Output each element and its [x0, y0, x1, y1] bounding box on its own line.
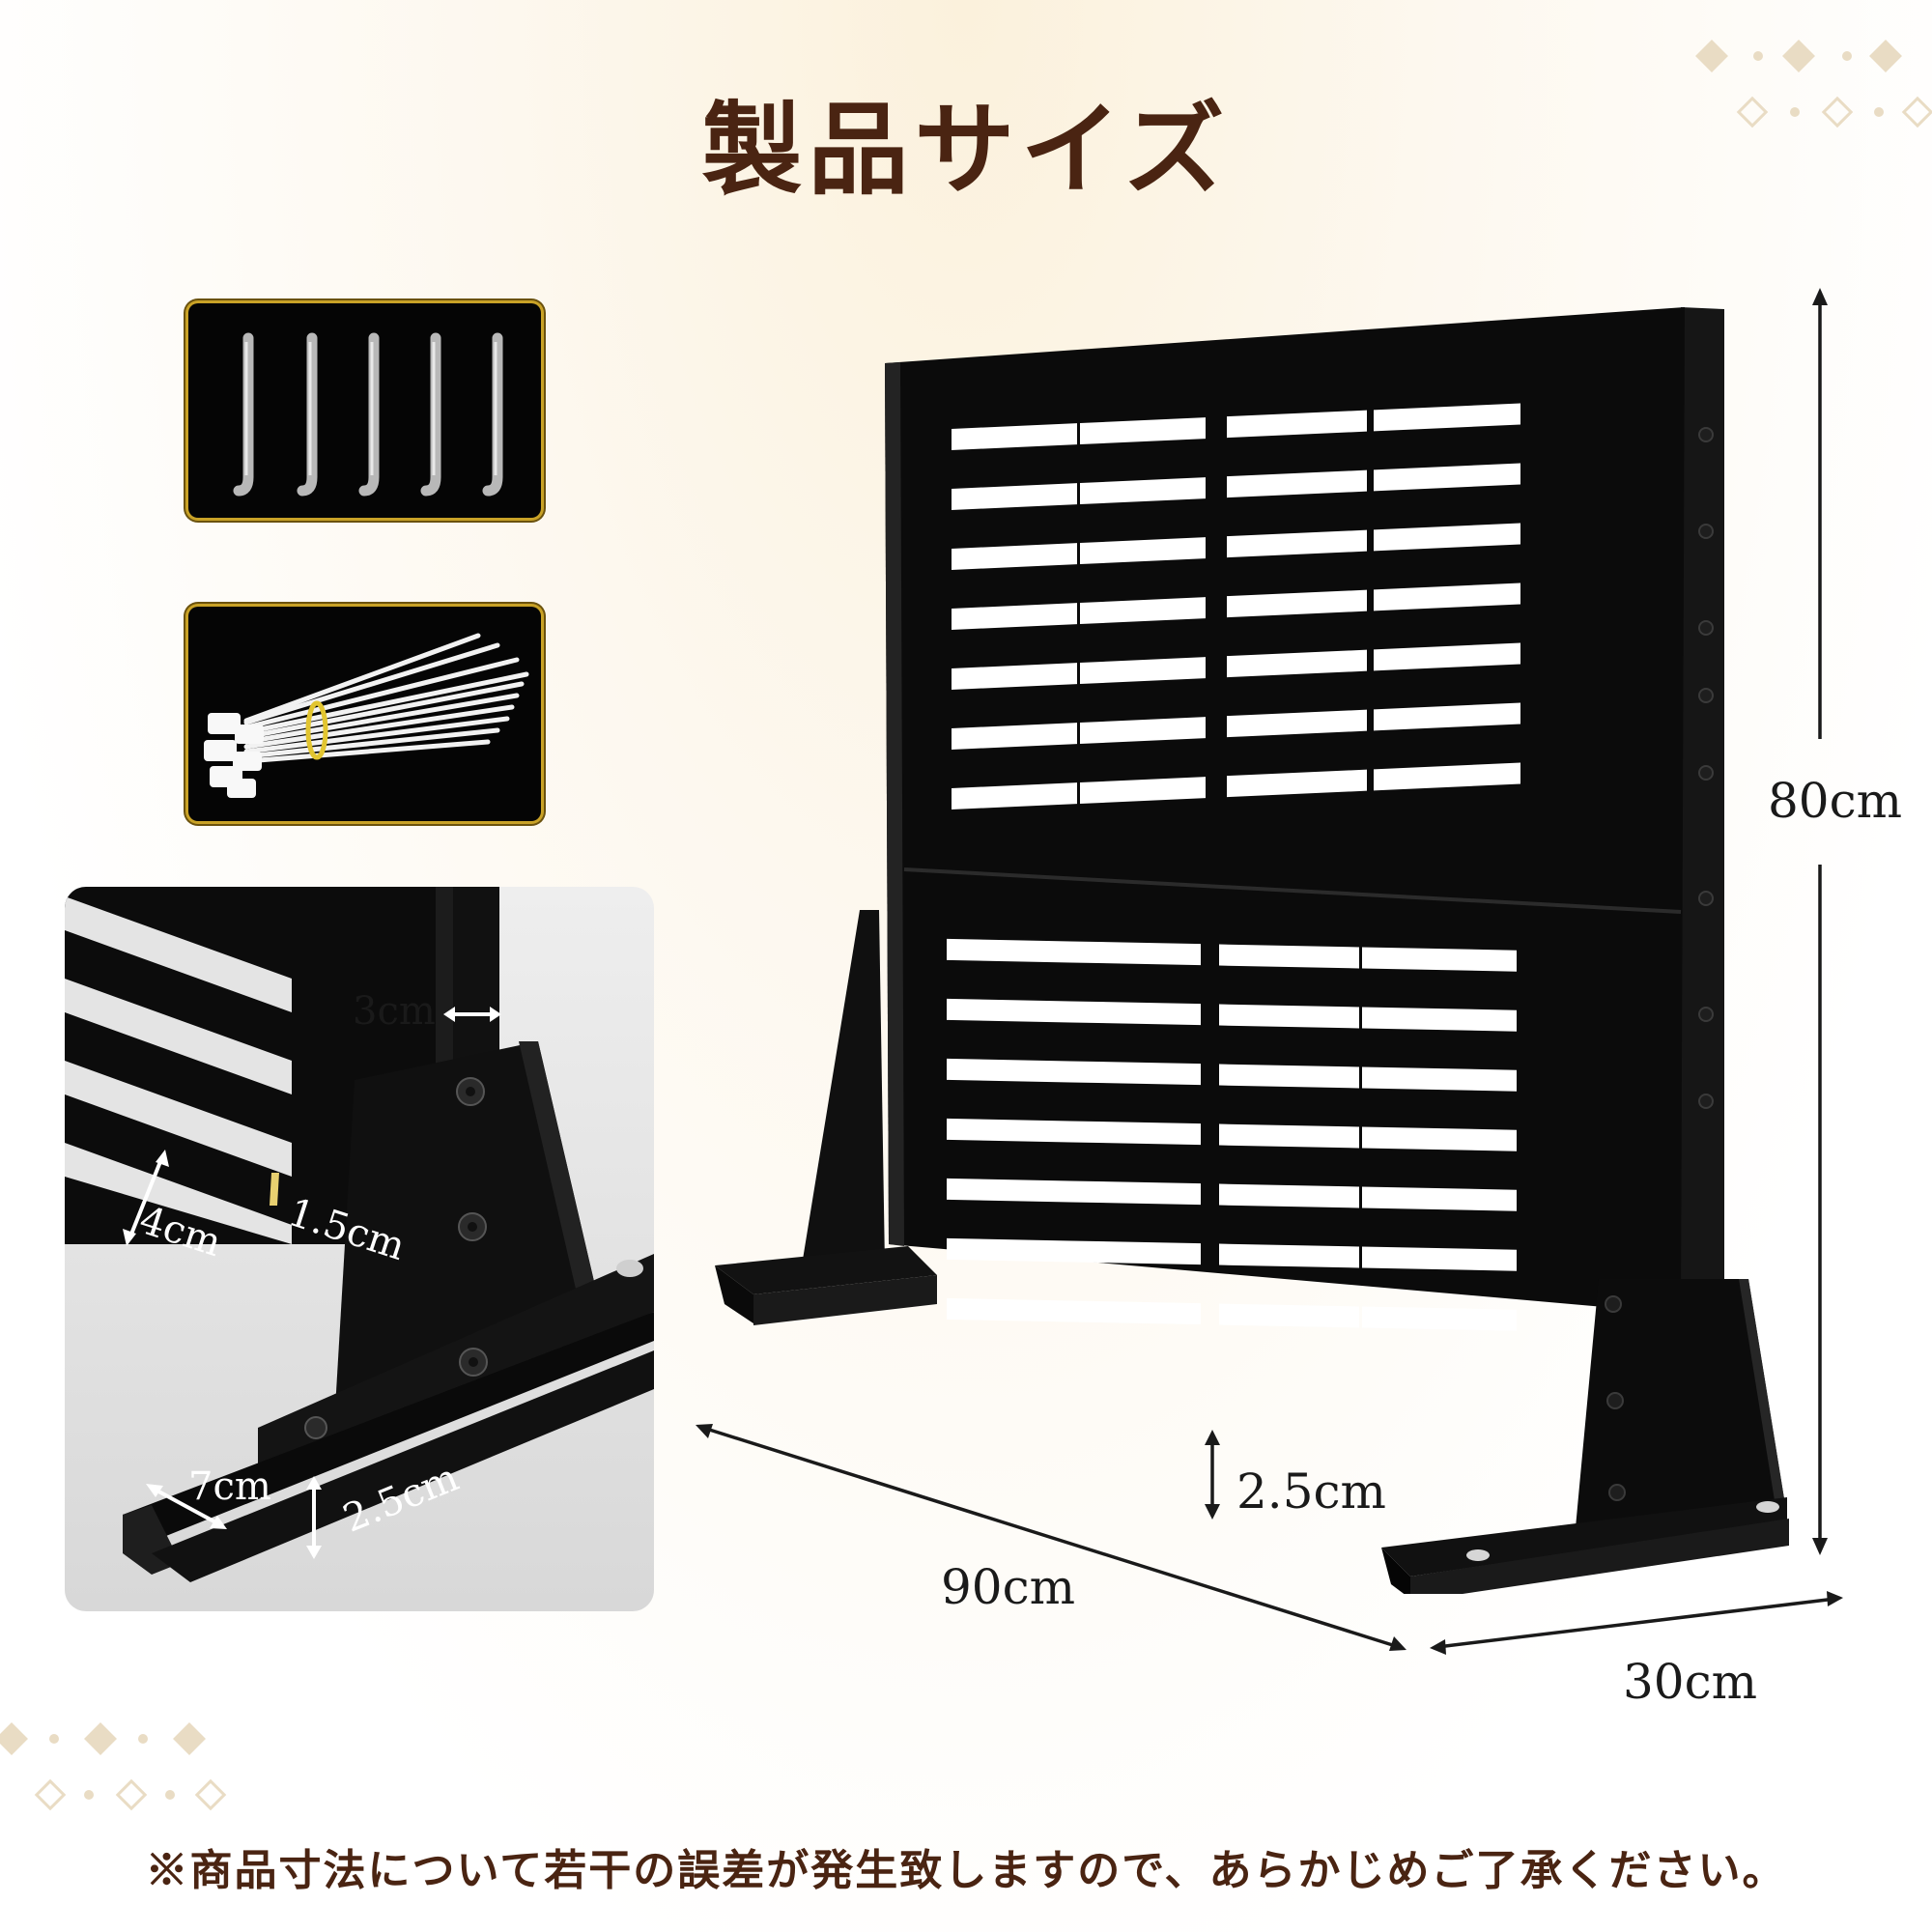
panel-slot [947, 1118, 1070, 1143]
panel-slot [1362, 1007, 1517, 1032]
panel-slot [1227, 709, 1367, 738]
panel-slot [1374, 463, 1520, 492]
post-width-label: 3cm [353, 989, 436, 1034]
base-detail-illustration [65, 887, 654, 1582]
panel-slot [1219, 1183, 1359, 1208]
panel-slot [1080, 537, 1206, 565]
panel-slot [1227, 410, 1367, 439]
panel-slot [952, 663, 1077, 690]
accessory-hooks-photo [188, 303, 541, 518]
panel-slot [1362, 1066, 1517, 1092]
panel-slot [1227, 649, 1367, 678]
panel-slot [947, 1297, 1070, 1322]
panel-slot [1070, 1121, 1201, 1146]
panel-slot [1070, 1240, 1201, 1265]
panel-slot [1227, 589, 1367, 618]
panel-slot [1362, 1186, 1517, 1211]
panel-slot [1374, 523, 1520, 552]
panel-slot [947, 1058, 1070, 1083]
decorative-diamonds-bottom-left [0, 1722, 227, 1811]
panel-slot [1374, 642, 1520, 671]
height-dimension-label: 80cm [1768, 773, 1903, 829]
panel-slot [1080, 717, 1206, 745]
panel-slot [1219, 1123, 1359, 1149]
post-bolt [1698, 620, 1714, 636]
ground-clearance-label: 2.5cm [1236, 1463, 1386, 1520]
panel-slot [947, 938, 1070, 963]
decorative-diamonds-top-right [1695, 40, 1932, 128]
panel-slot [1362, 1126, 1517, 1151]
panel-slot [947, 1237, 1070, 1263]
privacy-screen-product [715, 307, 1789, 1594]
panel-slot [1362, 947, 1517, 972]
panel-slot [1362, 1246, 1517, 1271]
panel-slot [1374, 762, 1520, 791]
panel-slot [1080, 477, 1206, 505]
depth-dimension-label: 30cm [1623, 1654, 1758, 1710]
panel-slot [952, 543, 1077, 570]
panel-slot [1070, 941, 1201, 966]
panel-slot [1374, 403, 1520, 432]
panel-slot [1219, 1064, 1359, 1089]
post-bolt [1698, 524, 1714, 539]
panel-slot [1080, 657, 1206, 685]
panel-slot [1227, 769, 1367, 798]
panel-slot [947, 1178, 1070, 1203]
post-bolt [1698, 1007, 1714, 1022]
panel-slot [952, 603, 1077, 630]
base-width-label: 7cm [188, 1464, 271, 1509]
panel-slot [1362, 1306, 1517, 1331]
panel-slot [952, 723, 1077, 750]
panel-slot [1080, 597, 1206, 625]
panel-slot [1219, 1303, 1359, 1328]
panel-slot [1374, 702, 1520, 731]
panel-slot [1374, 582, 1520, 611]
base-detail-closeup: 3cm 4cm 1.5cm 7cm 2.5cm [65, 887, 654, 1611]
accessory-cable-ties-photo [188, 607, 541, 821]
panel-slot [1219, 1243, 1359, 1268]
panel-slot [1227, 529, 1367, 558]
panel-slot [1070, 1061, 1201, 1086]
panel-slot [952, 423, 1077, 450]
panel-slot [1227, 469, 1367, 498]
panel-slot [1070, 1300, 1201, 1325]
panel-slot [1219, 1004, 1359, 1029]
panel-slot [1070, 1180, 1201, 1206]
page-title: 製品サイズ [701, 90, 1231, 209]
panel-slot [952, 782, 1077, 810]
width-dimension-label: 90cm [941, 1559, 1076, 1615]
s-hook-icon [233, 332, 503, 497]
post-bolt [1698, 688, 1714, 703]
post-bolt [1698, 427, 1714, 442]
panel-slot [1219, 944, 1359, 969]
post-bolt [1698, 1094, 1714, 1109]
panel-slot [947, 998, 1070, 1023]
panel-slot [1080, 417, 1206, 445]
cable-tie-bundle-icon [204, 633, 529, 798]
panel-slot [952, 483, 1077, 510]
post-bolt [1698, 891, 1714, 906]
footer-disclaimer: ※商品寸法について若干の誤差が発生致しますので、あらかじめご了承ください。 [145, 1846, 1787, 1895]
panel-slot [1070, 1001, 1201, 1026]
post-bolt [1698, 765, 1714, 781]
panel-slot [1080, 777, 1206, 805]
